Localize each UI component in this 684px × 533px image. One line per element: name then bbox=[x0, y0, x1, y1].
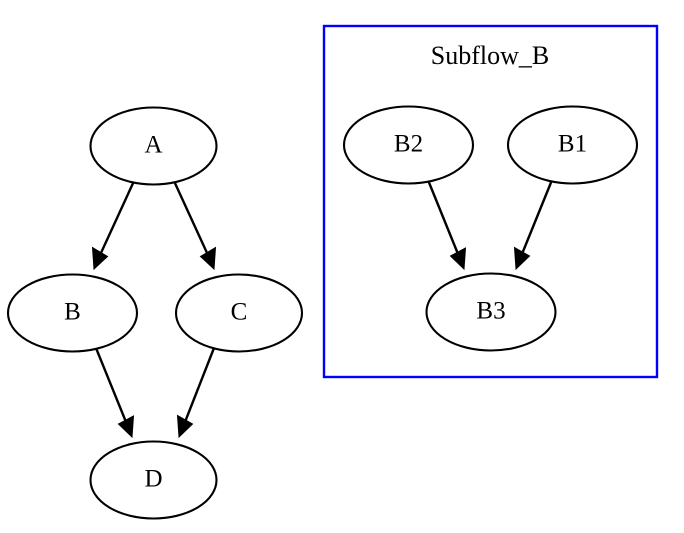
node-b3[interactable]: B3 bbox=[425, 272, 557, 352]
node-a-label: A bbox=[144, 132, 162, 159]
edge-b1-b3[interactable] bbox=[513, 179, 554, 271]
edge-b-d-arrowhead bbox=[117, 415, 135, 439]
cluster-subflow-b[interactable]: Subflow_B bbox=[322, 24, 659, 379]
node-d-shape bbox=[89, 440, 218, 520]
edge-a-b-line bbox=[99, 180, 136, 255]
edge-b1-b3-arrowhead bbox=[513, 246, 531, 271]
node-c-shape bbox=[174, 273, 304, 353]
node-b3-shape bbox=[425, 272, 557, 352]
node-b[interactable]: B bbox=[6, 273, 139, 353]
node-b1-shape bbox=[506, 105, 639, 185]
node-b-label: B bbox=[64, 299, 81, 326]
cluster-subflow-b-label: Subflow_B bbox=[431, 41, 549, 70]
node-b1-label: B1 bbox=[558, 131, 587, 158]
edge-b1-b3-line bbox=[520, 179, 554, 255]
node-c[interactable]: C bbox=[174, 273, 304, 353]
node-a-shape bbox=[89, 106, 218, 186]
edge-b-d[interactable] bbox=[94, 347, 135, 439]
edge-b2-b3-arrowhead bbox=[449, 247, 467, 271]
cluster-subflow-b-border bbox=[322, 24, 659, 379]
edge-b2-b3[interactable] bbox=[426, 179, 467, 271]
edge-b-d-line bbox=[94, 347, 128, 423]
node-b2-label: B2 bbox=[394, 131, 423, 158]
edge-a-c-arrowhead bbox=[199, 246, 217, 271]
node-b2-shape bbox=[342, 105, 475, 185]
node-b3-label: B3 bbox=[476, 298, 505, 325]
node-c-label: C bbox=[231, 299, 248, 326]
edge-a-c-line bbox=[172, 180, 209, 255]
edge-a-b-arrowhead bbox=[91, 246, 109, 271]
edge-a-c[interactable] bbox=[172, 180, 217, 271]
edge-c-d-arrowhead bbox=[176, 414, 194, 439]
edge-c-d-line bbox=[183, 347, 216, 423]
node-b-shape bbox=[6, 273, 139, 353]
edge-c-d[interactable] bbox=[176, 347, 216, 439]
edge-b2-b3-line bbox=[426, 179, 460, 255]
node-b1[interactable]: B1 bbox=[506, 105, 639, 185]
node-a[interactable]: A bbox=[89, 106, 218, 186]
node-b2[interactable]: B2 bbox=[342, 105, 475, 185]
edge-a-b[interactable] bbox=[91, 180, 136, 271]
node-d[interactable]: D bbox=[89, 440, 218, 520]
node-d-label: D bbox=[144, 466, 162, 493]
